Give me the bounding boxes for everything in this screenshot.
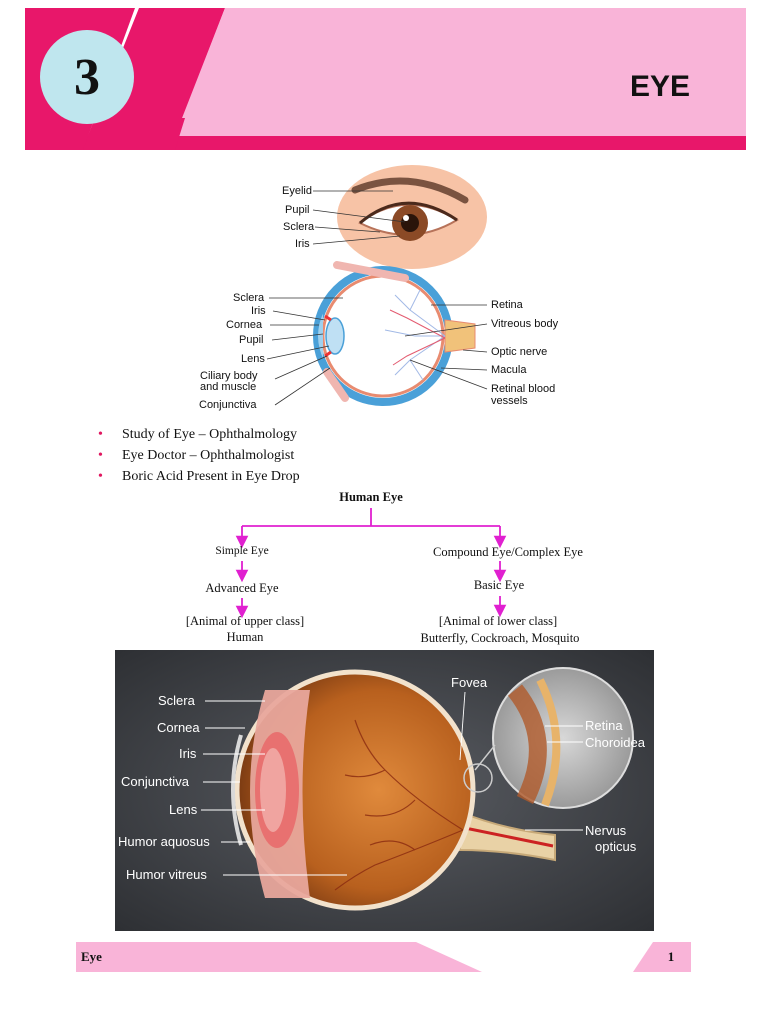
chapter-number-badge: 3 — [40, 30, 134, 124]
retinal-blood-label-2: vessels — [491, 395, 528, 407]
photo-sclera-label: Sclera — [158, 693, 196, 708]
footer-band — [76, 942, 482, 972]
external-eye-illustration — [337, 165, 487, 269]
ciliary-section-label-2: and muscle — [200, 381, 256, 393]
eye-cross-section-illustration — [317, 265, 476, 402]
photo-nervus-label: Nervus — [585, 823, 627, 838]
sclera-section-label: Sclera — [233, 292, 265, 304]
eye-anatomy-diagram: Eyelid Pupil Sclera Iris Sclera Iri — [195, 160, 580, 418]
pupil-section-label: Pupil — [239, 334, 263, 346]
photo-opticus-label: opticus — [595, 839, 637, 854]
eye-classification-flowchart: Human Eye Simple Eye Advanced Eye [Anima… — [0, 486, 768, 652]
photo-humor-aquosus-label: Humor aquosus — [118, 834, 210, 849]
page-number: 1 — [660, 949, 682, 965]
fact-item: Boric Acid Present in Eye Drop — [96, 466, 300, 487]
eye-anatomy-photo: Sclera Cornea Iris Conjunctiva Lens Humo… — [115, 650, 654, 931]
fact-item: Eye Doctor – Ophthalmologist — [96, 445, 300, 466]
conjunctiva-section-label: Conjunctiva — [199, 399, 257, 411]
upper-class-node: [Animal of upper class] — [165, 614, 325, 629]
eyelid-label: Eyelid — [282, 185, 312, 197]
vitreous-body-label: Vitreous body — [491, 318, 559, 330]
photo-conjunctiva-label: Conjunctiva — [121, 774, 190, 789]
lower-class-node: [Animal of lower class] — [418, 614, 578, 629]
retina-section-label: Retina — [491, 299, 524, 311]
flowchart-root: Human Eye — [321, 490, 421, 505]
iris-label: Iris — [295, 238, 310, 250]
basic-eye-node: Basic Eye — [449, 578, 549, 593]
flowchart-connectors — [0, 486, 768, 652]
eye-facts-list: Study of Eye – Ophthalmology Eye Doctor … — [96, 424, 300, 487]
photo-iris-label: Iris — [179, 746, 197, 761]
pupil-label: Pupil — [285, 204, 309, 216]
photo-cornea-label: Cornea — [157, 720, 200, 735]
photo-humor-vitreus-label: Humor vitreus — [126, 867, 207, 882]
cornea-section-label: Cornea — [226, 319, 263, 331]
photo-retina-label: Retina — [585, 718, 623, 733]
lens-section-label: Lens — [241, 353, 265, 365]
fact-item: Study of Eye – Ophthalmology — [96, 424, 300, 445]
photo-fovea-label: Fovea — [451, 675, 488, 690]
compound-eye-node: Compound Eye/Complex Eye — [418, 545, 598, 560]
chapter-title: EYE — [630, 70, 690, 104]
advanced-eye-node: Advanced Eye — [183, 581, 301, 596]
optic-nerve-label: Optic nerve — [491, 346, 547, 358]
photo-lens-label: Lens — [169, 802, 198, 817]
photo-choroidea-label: Choroidea — [585, 735, 646, 750]
insects-node: Butterfly, Cockroach, Mosquito — [400, 631, 600, 646]
human-node: Human — [195, 630, 295, 645]
retinal-blood-label: Retinal blood — [491, 383, 555, 395]
footer-label: Eye — [81, 949, 102, 965]
sclera-label: Sclera — [283, 221, 315, 233]
iris-section-label: Iris — [251, 305, 266, 317]
simple-eye-node: Simple Eye — [192, 545, 292, 557]
macula-label: Macula — [491, 364, 527, 376]
